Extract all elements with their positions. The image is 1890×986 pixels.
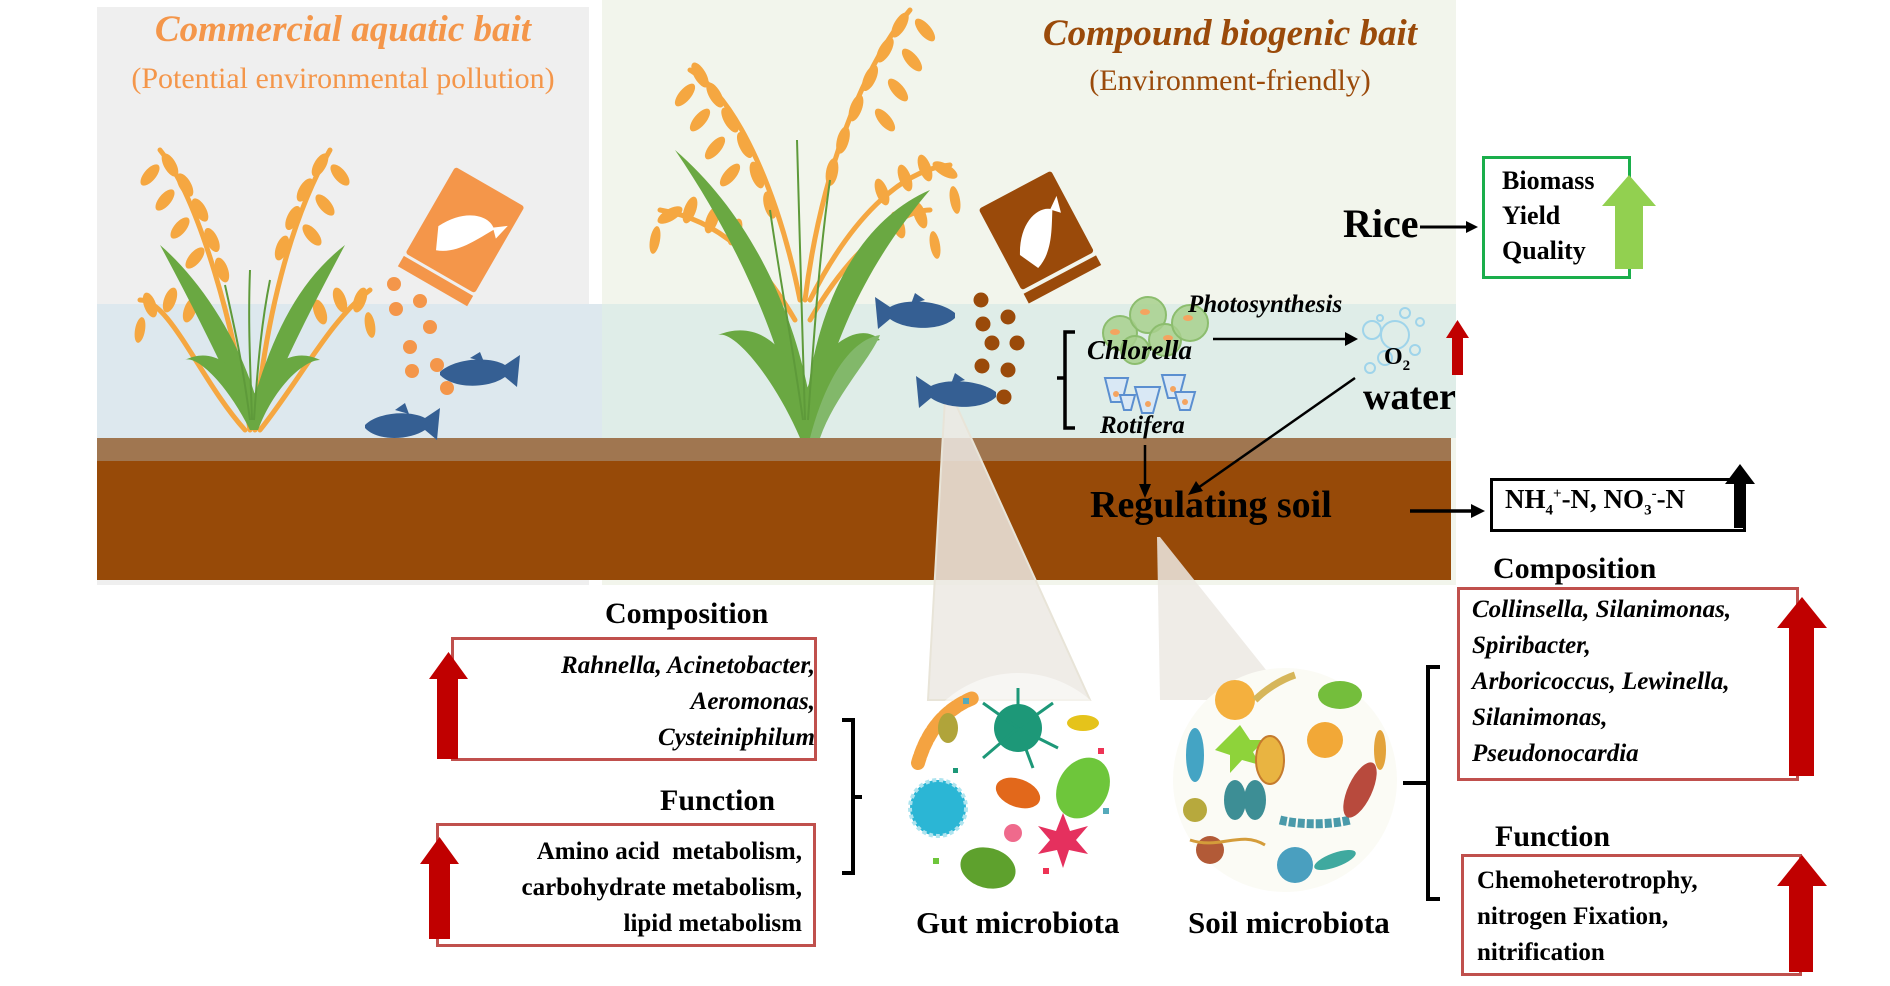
soil-function-box — [1461, 854, 1802, 976]
no-sub: 3 — [1644, 502, 1652, 519]
function-item: carbohydrate metabolism, — [521, 874, 802, 901]
rice-outcome: Biomass — [1502, 166, 1595, 195]
genus-item: Aeromonas, — [690, 688, 815, 715]
gut-function-list: Amino acid metabolism, carbohydrate meta… — [440, 834, 802, 942]
o2-subscript: 2 — [1402, 357, 1411, 374]
rice-plant-middle-icon — [649, 7, 961, 438]
rice-outcomes-list: Biomass Yield Quality — [1502, 163, 1594, 268]
gut-zoom-wedge — [926, 397, 1092, 701]
o2-label: O2 — [1384, 344, 1410, 375]
rice-plant-left-icon — [134, 147, 376, 433]
soil-layer — [97, 461, 1451, 580]
commercial-feed-pellets — [387, 277, 454, 395]
soil-microbiota-image — [1173, 668, 1397, 892]
commercial-feed-bag-icon — [397, 167, 524, 307]
water-layer-middle — [602, 304, 1456, 438]
biogenic-feed-bag-icon — [979, 171, 1102, 304]
genus-item: Spiribacter, — [1472, 632, 1591, 659]
regulating-soil-label: Regulating soil — [1090, 484, 1332, 526]
genus-item: Cysteiniphilum — [658, 724, 815, 751]
nitrogen-box — [1490, 478, 1746, 532]
soil-composition-increase-arrow-icon — [1777, 597, 1827, 776]
biogenic-bait-subtitle: (Environment-friendly) — [1089, 64, 1371, 97]
nitrogen-increase-arrow-icon — [1725, 464, 1755, 528]
genus-item: Pseudonocardia — [1472, 740, 1639, 767]
gut-function-box — [436, 823, 816, 947]
nh-text: NH — [1505, 484, 1546, 514]
soil-surface-layer — [97, 438, 1451, 461]
water-label: water — [1363, 376, 1456, 418]
chlorella-icon — [1102, 296, 1209, 365]
o2-symbol: O — [1384, 344, 1403, 370]
nitrogen-label: NH4+-N, NO3--N — [1505, 484, 1685, 519]
fish-icon — [365, 352, 520, 440]
gut-composition-box — [451, 637, 817, 761]
soil-microbiota-bracket — [1403, 665, 1440, 901]
soil-composition-list: Collinsella, Silanimonas, Spiribacter, A… — [1472, 592, 1731, 772]
function-item: nitrification — [1477, 939, 1605, 966]
soil-zoom-wedge — [1157, 537, 1290, 700]
fish-icon — [875, 293, 996, 408]
soil-microbiota-label: Soil microbiota — [1188, 905, 1390, 940]
function-item: lipid metabolism — [623, 910, 803, 937]
rice-increase-arrow-icon — [1602, 175, 1656, 269]
function-item: Amino acid metabolism, — [536, 838, 802, 865]
genus-item: Collinsella, Silanimonas, — [1472, 596, 1732, 623]
rice-label: Rice — [1343, 201, 1419, 246]
rice-outcome: Yield — [1502, 201, 1561, 230]
function-item: nitrogen Fixation, — [1477, 903, 1669, 930]
rotifera-icon — [1103, 374, 1197, 414]
gut-microbiota-label: Gut microbiota — [916, 905, 1120, 940]
gut-composition-increase-arrow-icon — [429, 652, 468, 759]
o2-increase-arrow-icon — [1446, 320, 1469, 375]
genus-item: Arboricoccus, Lewinella, — [1472, 668, 1730, 695]
no-text: -N, NO — [1561, 484, 1645, 514]
soil-function-increase-arrow-icon — [1777, 855, 1827, 972]
biogenic-bait-title: Compound biogenic bait — [1042, 13, 1418, 54]
gut-function-increase-arrow-icon — [420, 837, 459, 939]
gut-function-heading: Function — [660, 784, 776, 817]
n-tail: -N — [1656, 484, 1686, 514]
no-sup: - — [1651, 486, 1657, 502]
nh-sup: + — [1553, 486, 1562, 502]
gut-microbiota-bracket — [842, 718, 862, 875]
biogenic-feed-pellets — [973, 292, 1025, 405]
rice-outcome: Quality — [1502, 236, 1586, 265]
commercial-bait-title: Commercial aquatic bait — [154, 9, 532, 50]
rotifera-label: Rotifera — [1100, 412, 1185, 439]
photosynthesis-label: Photosynthesis — [1188, 291, 1343, 318]
soil-composition-box — [1457, 587, 1799, 781]
oxygen-bubbles-icon — [1362, 307, 1425, 374]
gut-composition-heading: Composition — [605, 597, 769, 630]
soil-composition-heading: Composition — [1493, 552, 1657, 585]
genus-item: Rahnella, Acinetobacter, — [561, 652, 815, 679]
water-organisms-bracket — [1057, 330, 1075, 430]
genus-item: Silanimonas, — [1472, 704, 1608, 731]
photosynthesis-arrow-head — [1345, 332, 1358, 346]
chlorella-label: Chlorella — [1087, 335, 1193, 365]
function-item: Chemoheterotrophy, — [1477, 867, 1698, 894]
commercial-bait-subtitle: (Potential environmental pollution) — [131, 62, 555, 95]
nh-sub: 4 — [1545, 502, 1554, 519]
soil-function-list: Chemoheterotrophy, nitrogen Fixation, ni… — [1477, 863, 1698, 971]
soil-function-heading: Function — [1495, 820, 1611, 853]
gut-microbiota-image — [908, 673, 1128, 893]
gut-composition-list: Rahnella, Acinetobacter, Aeromonas, Cyst… — [470, 648, 815, 756]
